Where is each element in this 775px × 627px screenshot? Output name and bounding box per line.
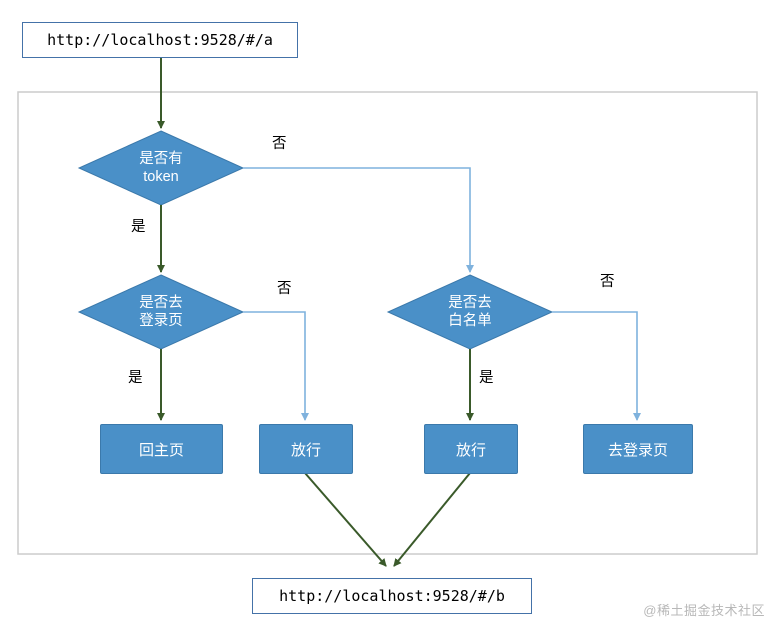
edge-token-no: [243, 167, 474, 273]
url-box-top: http://localhost:9528/#/a: [22, 22, 298, 58]
router-guard-frame: [17, 91, 758, 555]
edge-label-token-no: 否: [272, 136, 287, 152]
edge-label-whitelist-no: 否: [600, 274, 615, 290]
watermark: @稀土掘金技术社区: [643, 603, 765, 618]
decision-whitelist-shape: [386, 274, 554, 350]
decision-go-login-shape: [77, 274, 245, 350]
node-back-home-label: 回主页: [138, 441, 184, 459]
edge-label-login-yes: 是: [128, 370, 143, 386]
edge-whitelist-no: [552, 311, 641, 421]
edge-label-token-yes: 是: [131, 219, 146, 235]
edge-label-login-no: 否: [277, 281, 292, 297]
node-back-home: 回主页: [100, 424, 223, 474]
edge-pass-left-to-url: [304, 472, 387, 567]
node-to-login: 去登录页: [583, 424, 693, 474]
node-pass-right: 放行: [424, 424, 518, 474]
url-box-bottom: http://localhost:9528/#/b: [252, 578, 532, 614]
node-pass-right-label: 放行: [455, 441, 486, 459]
edge-label-whitelist-yes: 是: [479, 370, 494, 386]
url-bottom-text: http://localhost:9528/#/b: [279, 586, 505, 605]
url-top-text: http://localhost:9528/#/a: [47, 30, 273, 49]
edge-pass-right-to-url: [393, 472, 471, 567]
node-to-login-label: 去登录页: [607, 441, 668, 459]
edge-login-no: [243, 311, 309, 421]
node-pass-left-label: 放行: [290, 441, 321, 459]
decision-has-token-shape: [77, 130, 245, 206]
node-pass-left: 放行: [259, 424, 353, 474]
